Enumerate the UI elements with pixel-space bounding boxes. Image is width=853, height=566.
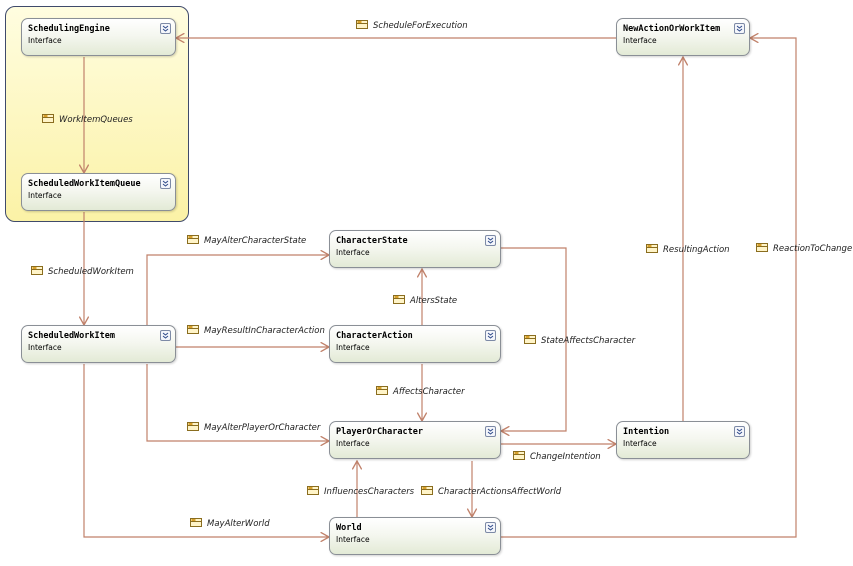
association-icon bbox=[393, 295, 405, 304]
label-text: ChangeIntention bbox=[530, 452, 601, 462]
interface-name: SchedulingEngine bbox=[28, 24, 110, 34]
label-text: AffectsCharacter bbox=[393, 387, 465, 397]
association-icon bbox=[187, 422, 199, 431]
expand-chevron-icon[interactable] bbox=[160, 330, 171, 341]
association-icon bbox=[190, 518, 202, 527]
interface-stereotype: Interface bbox=[28, 343, 62, 352]
label-text: StateAffectsCharacter bbox=[541, 336, 636, 346]
interface-name: World bbox=[336, 523, 362, 533]
interface-name: PlayerOrCharacter bbox=[336, 427, 423, 437]
label-resulting-action[interactable]: ResultingAction bbox=[646, 244, 730, 255]
interface-scheduling-engine[interactable]: SchedulingEngine Interface bbox=[21, 18, 176, 56]
connector-may-alter-character-state bbox=[146, 255, 329, 325]
label-alters-state[interactable]: AltersState bbox=[393, 295, 457, 306]
interface-stereotype: Interface bbox=[336, 248, 370, 257]
association-icon bbox=[524, 335, 536, 344]
expand-chevron-icon[interactable] bbox=[160, 178, 171, 189]
association-icon bbox=[421, 486, 433, 495]
label-text: AltersState bbox=[410, 296, 458, 306]
interface-name: ScheduledWorkItemQueue bbox=[28, 179, 141, 189]
label-text: WorkItemQueues bbox=[59, 115, 133, 125]
label-influences-characters[interactable]: InfluencesCharacters bbox=[307, 486, 414, 497]
association-icon bbox=[31, 266, 43, 275]
label-text: MayAlterCharacterState bbox=[204, 236, 307, 246]
connector-may-alter-world bbox=[83, 364, 329, 537]
interface-new-action-or-work-item[interactable]: NewActionOrWorkItem Interface bbox=[616, 18, 750, 56]
association-icon bbox=[187, 325, 199, 334]
label-text: InfluencesCharacters bbox=[324, 487, 415, 497]
interface-stereotype: Interface bbox=[623, 36, 657, 45]
association-icon bbox=[356, 20, 368, 29]
label-text: ReactionToChange bbox=[773, 244, 853, 254]
association-icon bbox=[513, 451, 525, 460]
label-may-result-in-character-action[interactable]: MayResultInCharacterAction bbox=[187, 325, 325, 336]
interface-stereotype: Interface bbox=[623, 439, 657, 448]
association-icon bbox=[376, 386, 388, 395]
expand-chevron-icon[interactable] bbox=[485, 235, 496, 246]
interface-stereotype: Interface bbox=[28, 191, 62, 200]
association-icon bbox=[42, 114, 54, 123]
association-icon bbox=[307, 486, 319, 495]
expand-chevron-icon[interactable] bbox=[485, 522, 496, 533]
interface-stereotype: Interface bbox=[336, 535, 370, 544]
label-work-item-queues[interactable]: WorkItemQueues bbox=[42, 114, 133, 125]
label-text: MayAlterWorld bbox=[207, 519, 270, 529]
label-scheduled-work-item[interactable]: ScheduledWorkItem bbox=[31, 266, 134, 277]
label-text: CharacterActionsAffectWorld bbox=[438, 487, 562, 497]
expand-chevron-icon[interactable] bbox=[734, 23, 745, 34]
association-icon bbox=[187, 235, 199, 244]
label-text: ResultingAction bbox=[663, 245, 730, 255]
interface-scheduled-work-item[interactable]: ScheduledWorkItem Interface bbox=[21, 325, 176, 363]
label-may-alter-character-state[interactable]: MayAlterCharacterState bbox=[187, 235, 306, 246]
interface-scheduled-work-item-queue[interactable]: ScheduledWorkItemQueue Interface bbox=[21, 173, 176, 211]
interface-name: Intention bbox=[623, 427, 670, 437]
label-change-intention[interactable]: ChangeIntention bbox=[513, 451, 601, 462]
interface-character-state[interactable]: CharacterState Interface bbox=[329, 230, 501, 268]
label-reaction-to-change[interactable]: ReactionToChange bbox=[756, 243, 852, 254]
connector-state-affects-character bbox=[501, 247, 567, 431]
label-text: ScheduledWorkItem bbox=[48, 267, 134, 277]
expand-chevron-icon[interactable] bbox=[160, 23, 171, 34]
association-icon bbox=[756, 243, 768, 252]
label-affects-character[interactable]: AffectsCharacter bbox=[376, 386, 465, 397]
expand-chevron-icon[interactable] bbox=[734, 426, 745, 437]
label-may-alter-player-or-character[interactable]: MayAlterPlayerOrCharacter bbox=[187, 422, 320, 433]
interface-name: NewActionOrWorkItem bbox=[623, 24, 721, 34]
label-text: MayAlterPlayerOrCharacter bbox=[204, 423, 321, 433]
interface-player-or-character[interactable]: PlayerOrCharacter Interface bbox=[329, 421, 501, 459]
label-text: ScheduleForExecution bbox=[373, 21, 468, 31]
expand-chevron-icon[interactable] bbox=[485, 330, 496, 341]
label-text: MayResultInCharacterAction bbox=[204, 326, 325, 336]
connector-may-alter-player-or-character bbox=[146, 364, 329, 441]
label-state-affects-character[interactable]: StateAffectsCharacter bbox=[524, 335, 635, 346]
interface-name: CharacterAction bbox=[336, 331, 413, 341]
label-may-alter-world[interactable]: MayAlterWorld bbox=[190, 518, 270, 529]
interface-name: CharacterState bbox=[336, 236, 408, 246]
association-icon bbox=[646, 244, 658, 253]
interface-stereotype: Interface bbox=[336, 439, 370, 448]
expand-chevron-icon[interactable] bbox=[485, 426, 496, 437]
interface-world[interactable]: World Interface bbox=[329, 517, 501, 555]
interface-intention[interactable]: Intention Interface bbox=[616, 421, 750, 459]
connector-reaction-to-change bbox=[501, 38, 797, 538]
label-schedule-for-execution[interactable]: ScheduleForExecution bbox=[356, 20, 468, 31]
interface-name: ScheduledWorkItem bbox=[28, 331, 115, 341]
interface-character-action[interactable]: CharacterAction Interface bbox=[329, 325, 501, 363]
interface-stereotype: Interface bbox=[336, 343, 370, 352]
interface-stereotype: Interface bbox=[28, 36, 62, 45]
label-character-actions-affect-world[interactable]: CharacterActionsAffectWorld bbox=[421, 486, 561, 497]
